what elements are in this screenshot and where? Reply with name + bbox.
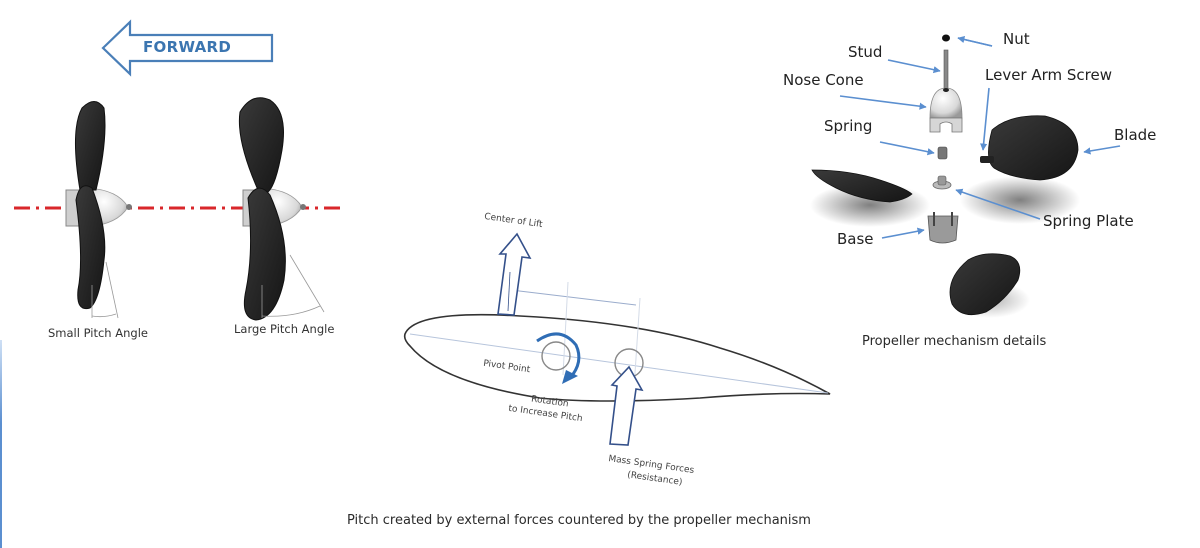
part-label-base: Base (837, 230, 874, 248)
mechanism-caption: Propeller mechanism details (862, 334, 1047, 349)
small-pitch-label: Small Pitch Angle (48, 326, 148, 340)
part-label-nose-cone: Nose Cone (783, 71, 864, 89)
figure-caption: Pitch created by external forces counter… (347, 513, 811, 528)
large-pitch-propeller (238, 97, 325, 321)
part-label-nut: Nut (1003, 30, 1030, 48)
airfoil-diagram (403, 232, 831, 446)
small-pitch-propeller (65, 101, 132, 319)
mechanism-exploded-view (810, 34, 1121, 318)
forward-label: FORWARD (143, 38, 232, 56)
forward-arrow-shape (101, 19, 274, 77)
part-label-lever-arm-screw: Lever Arm Screw (985, 66, 1113, 84)
left-accent-bar (0, 340, 2, 548)
part-label-stud: Stud (848, 43, 883, 61)
large-pitch-label: Large Pitch Angle (234, 322, 335, 336)
part-label-blade: Blade (1114, 126, 1157, 144)
part-label-spring-plate: Spring Plate (1043, 212, 1134, 230)
part-label-spring: Spring (824, 117, 873, 135)
